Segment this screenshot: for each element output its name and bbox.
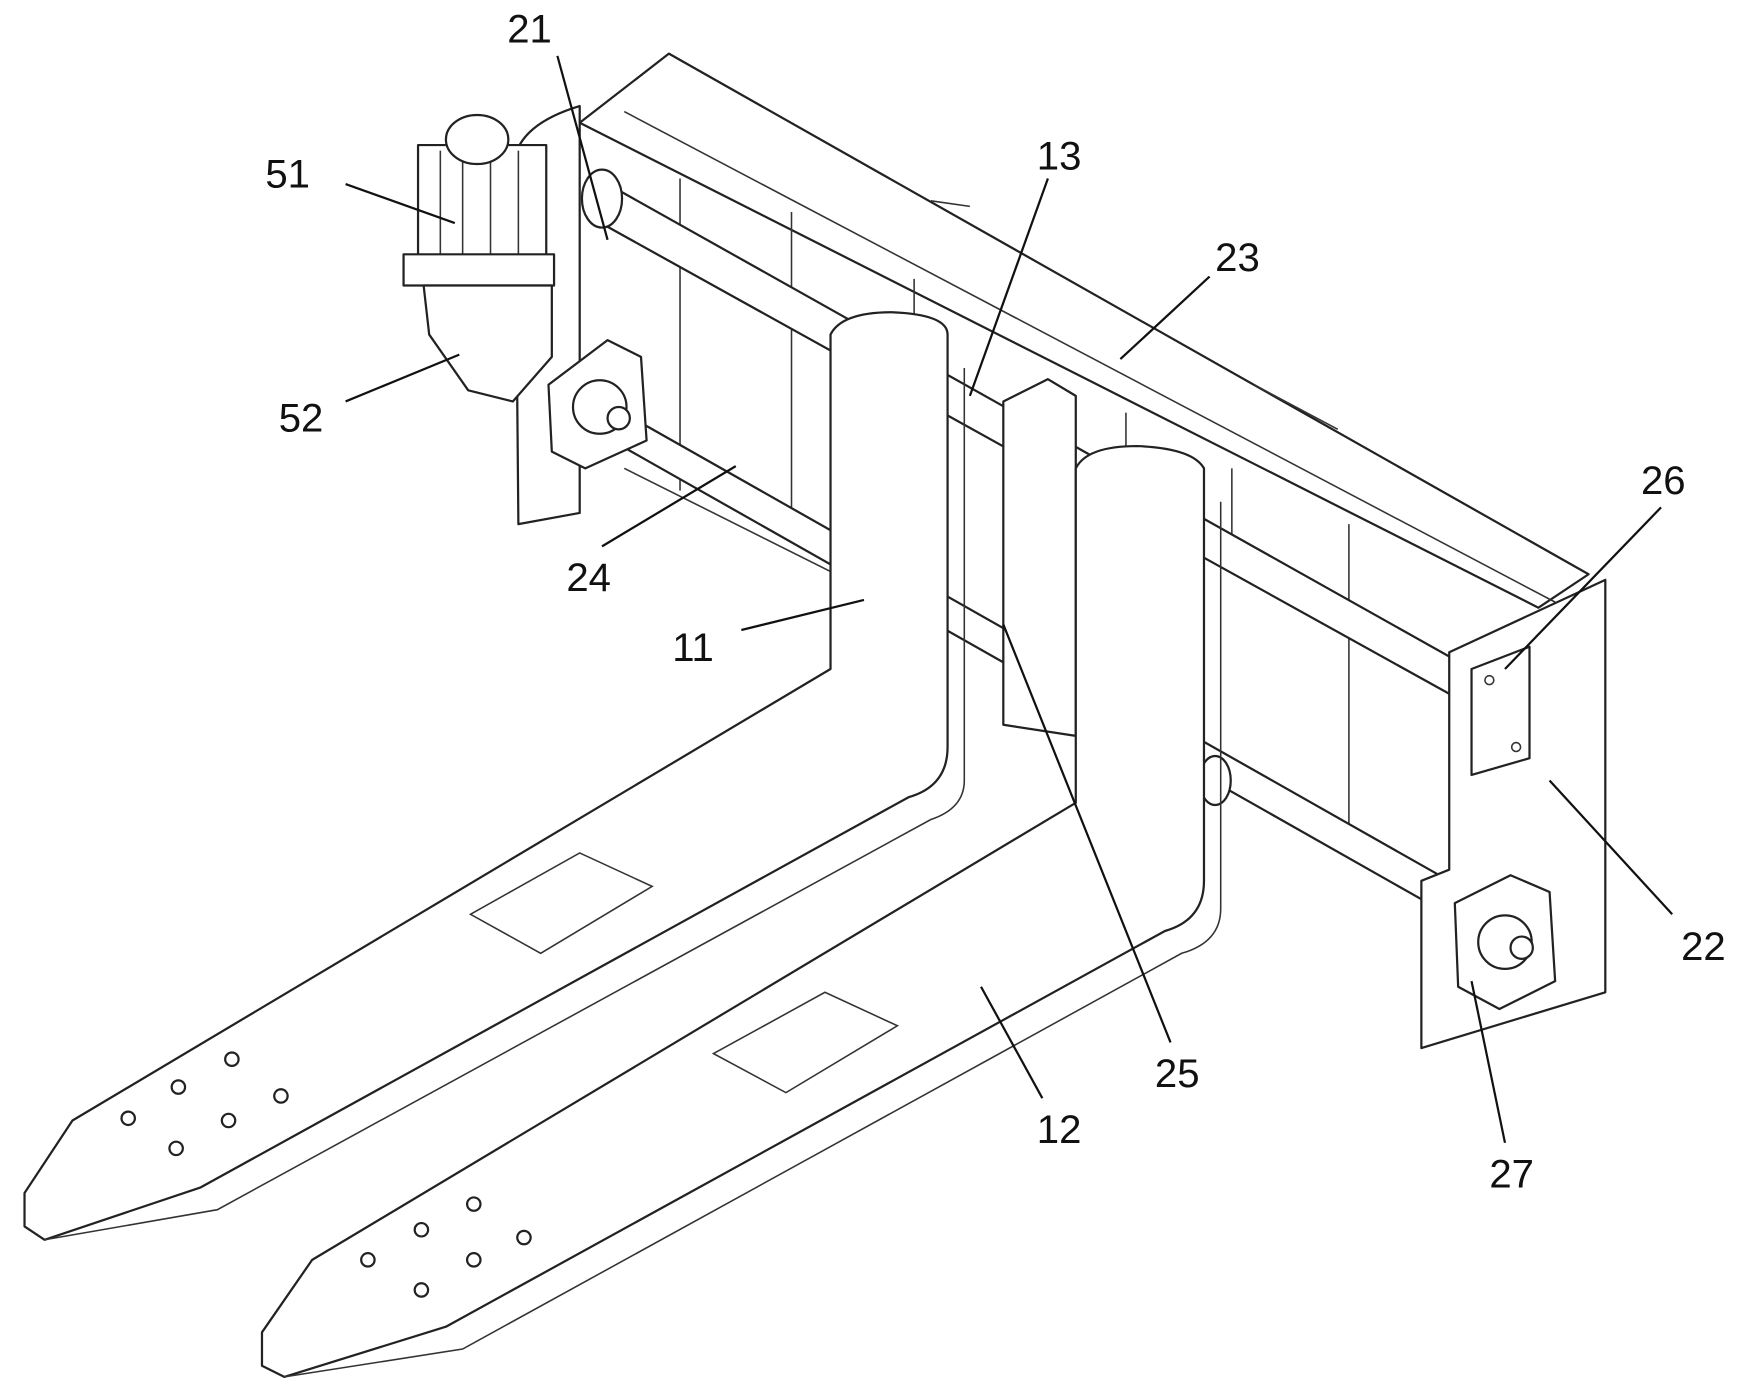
label-11: 11 <box>672 625 714 670</box>
label-25: 25 <box>1155 1051 1200 1096</box>
plate-26 <box>1472 647 1530 775</box>
center-slider <box>1003 379 1075 736</box>
label-23: 23 <box>1215 235 1260 280</box>
label-52: 52 <box>279 396 324 441</box>
label-21: 21 <box>507 6 552 51</box>
label-51: 51 <box>265 151 310 196</box>
label-13: 13 <box>1037 134 1082 179</box>
label-22: 22 <box>1681 924 1726 969</box>
label-27: 27 <box>1489 1151 1534 1196</box>
label-12: 12 <box>1037 1107 1082 1152</box>
label-26: 26 <box>1641 458 1686 503</box>
label-24: 24 <box>566 555 611 600</box>
bearing-27 <box>1455 875 1555 1009</box>
